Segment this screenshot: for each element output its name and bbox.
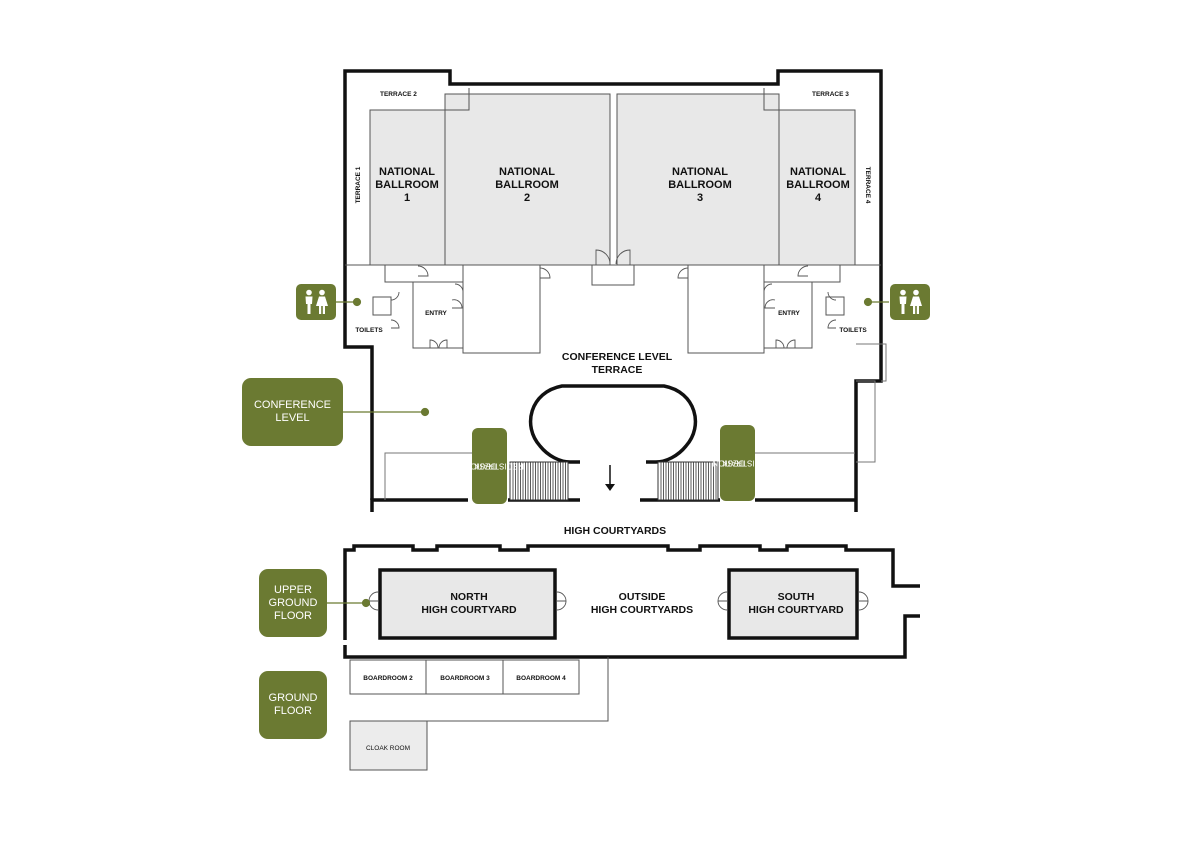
north-courtyard — [378, 568, 557, 640]
upper-ground-wall — [343, 544, 920, 640]
south-courtyard-label-a: SOUTH — [778, 591, 815, 603]
toilets-right-label: TOILETS — [839, 327, 867, 334]
toilets-figures-left — [305, 289, 328, 314]
upper-ground-building — [343, 544, 920, 659]
ballroom-2-label-c: 2 — [524, 192, 530, 204]
entry-right-label: ENTRY — [778, 310, 800, 317]
conference-level-line-2: LEVEL — [275, 412, 310, 424]
toilets-figures-right — [899, 289, 922, 314]
ground-floor-line-1: GROUND — [268, 692, 318, 704]
high-courtyards-label: HIGH COURTYARDS — [564, 525, 666, 537]
leader-lines — [327, 297, 889, 608]
upper-ground-line-1: UPPER — [274, 583, 312, 596]
south-courtyard-label-b: HIGH COURTYARD — [748, 604, 844, 616]
ballroom-4-label-b: BALLROOM — [786, 179, 850, 191]
ballroom-1 — [369, 109, 446, 266]
ballroom-4-label-a: NATIONAL — [790, 166, 846, 178]
registration-right-line-2: DESK — [722, 458, 744, 468]
boardroom-2-label: BOARDROOM 2 — [363, 675, 413, 682]
boardroom-3-label: BOARDROOM 3 — [440, 675, 490, 682]
ground-floor-line-2: FLOOR — [274, 705, 312, 717]
upper-ground-line-2: GROUND — [268, 596, 318, 609]
ground-floor-building — [349, 657, 609, 771]
terrace-4-label: TERRACE 4 — [864, 167, 871, 204]
north-courtyard-label-a: NORTH — [450, 591, 487, 603]
toilets-icon — [890, 284, 930, 320]
ballroom-2-label-b: BALLROOM — [495, 179, 559, 191]
cloak-room-label: CLOAK ROOM — [366, 745, 410, 752]
ballroom-4 — [778, 109, 856, 266]
escalator-left — [509, 461, 569, 501]
ballroom-1-label-b: BALLROOM — [375, 179, 439, 191]
toilets-left-label: TOILETS — [355, 327, 383, 334]
terrace-3-label: TERRACE 3 — [812, 91, 849, 98]
entry-left-label: ENTRY — [425, 310, 447, 317]
ballroom-3-label-c: 3 — [697, 192, 703, 204]
ballroom-1-label-c: 1 — [404, 192, 410, 204]
toilets-icon — [296, 284, 336, 320]
outside-courtyards-label-b: HIGH COURTYARDS — [591, 604, 693, 616]
conference-level-building — [343, 69, 887, 512]
ballroom-2 — [444, 93, 611, 266]
ballroom-2-label-a: NATIONAL — [499, 166, 555, 178]
conference-terrace-label-a: CONFERENCE LEVEL — [562, 351, 673, 363]
north-courtyard-label-b: HIGH COURTYARD — [421, 604, 517, 616]
ballroom-3-label-b: BALLROOM — [668, 179, 732, 191]
conference-level-line-1: CONFERENCE — [253, 399, 331, 411]
ballroom-3-label-a: NATIONAL — [672, 166, 728, 178]
boardroom-3 — [425, 659, 504, 695]
ballroom-3 — [616, 93, 780, 266]
registration-left-line-2: DESK — [474, 461, 496, 471]
ballroom-4-label-c: 4 — [815, 192, 822, 204]
loop-ramp — [529, 384, 697, 464]
boardroom-4-label: BOARDROOM 4 — [516, 675, 566, 682]
escalator-right — [657, 461, 719, 501]
upper-ground-line-3: FLOOR — [274, 609, 312, 622]
outside-courtyards-label-a: OUTSIDE — [619, 591, 666, 603]
cloak-room — [349, 720, 428, 771]
outer-wall — [343, 69, 883, 512]
terrace-1-label: TERRACE 1 — [355, 166, 362, 203]
south-courtyard — [727, 568, 859, 640]
ballroom-1-label-a: NATIONAL — [379, 166, 435, 178]
down-arrow-icon — [605, 465, 615, 491]
boardroom-4 — [502, 659, 580, 695]
boardroom-2 — [349, 659, 427, 695]
terrace-2-label: TERRACE 2 — [380, 91, 417, 98]
conference-terrace-label-b: TERRACE — [592, 364, 643, 376]
